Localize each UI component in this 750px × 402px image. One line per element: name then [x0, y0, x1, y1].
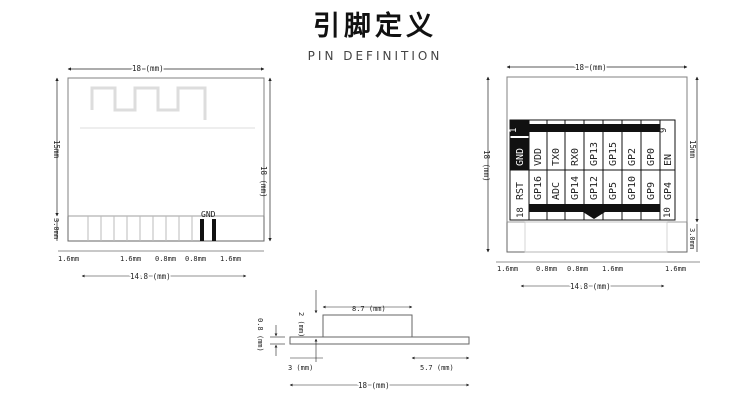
pin-label-gp10: GP10 — [627, 176, 638, 200]
page-title: 引脚定义 — [313, 11, 437, 42]
left-height-dim-right: 18 (mm) — [259, 166, 268, 198]
pin-labels-top-row: GND VDD TX0 RX0 GP13 GP15 GP2 GP0 EN — [515, 142, 674, 166]
side-board-dim: 0.8 (mm) — [256, 318, 264, 352]
left-pin-height-dim: 3.0mm — [52, 218, 60, 239]
side-board — [289, 336, 470, 345]
pin-label-gp5: GP5 — [608, 182, 619, 200]
side-left-dim: 3 (mm) — [288, 364, 313, 372]
pin-number-10: 10 — [663, 207, 673, 218]
pin-label-gp15: GP15 — [608, 142, 619, 166]
right-bottom-dim-1: 1.6mm — [497, 265, 518, 273]
left-gnd-pad-1 — [200, 219, 204, 241]
side-shield — [322, 314, 413, 338]
pin-label-gp16: GP16 — [533, 176, 544, 200]
side-right-dim: 5.7 (mm) — [420, 364, 454, 372]
right-height-dim-left: 18 (mm) — [482, 150, 491, 182]
right-width-dim: 18 (mm) — [575, 63, 607, 72]
left-pins — [87, 216, 193, 241]
left-bottom-dim-1: 1.6mm — [58, 255, 79, 263]
page-subtitle: PIN DEFINITION — [307, 49, 443, 63]
left-bottom-dim-2: 1.6mm — [120, 255, 141, 263]
right-pin-height-dim: 3.0mm — [688, 228, 696, 249]
side-top-dim: 8.7 (mm) — [352, 305, 386, 313]
pin-label-gp14: GP14 — [570, 176, 581, 200]
right-module-view: 1 9 18 10 GND VDD TX0 RX0 GP13 GP15 GP2 … — [482, 62, 700, 293]
left-height-dim-left: 15mm — [52, 140, 61, 159]
pin-label-gp4: GP4 — [663, 182, 674, 200]
side-view: 8.7 (mm) 2 (mm) 0.8 (mm) 3 (mm) 5.7 (mm)… — [256, 290, 470, 392]
right-bottom-dim-2: 0.8mm — [536, 265, 557, 273]
left-shield-outline — [67, 77, 265, 217]
right-bottom-dim-3: 0.8mm — [567, 265, 588, 273]
side-total-dim: 18 (mm) — [358, 381, 390, 390]
left-gnd-label: GND — [201, 210, 216, 219]
right-bottom-dim-5: 1.6mm — [665, 265, 686, 273]
pin-label-vdd: VDD — [533, 148, 544, 166]
pin-label-gp2: GP2 — [627, 148, 638, 166]
left-bottom-dim-3: 0.8mm — [155, 255, 176, 263]
right-pitch-dim: 14.8 (mm) — [570, 282, 611, 291]
left-bottom-dim-5: 1.6mm — [220, 255, 241, 263]
pin-label-rst: RST — [515, 182, 526, 200]
pin-label-en: EN — [663, 154, 674, 166]
left-module-view: GND 18 (mm) 15mm 3.0mm 18 (mm) 1.6mm 1.6… — [52, 63, 272, 283]
left-width-dim: 18 (mm) — [132, 64, 164, 73]
pin-1-marker — [510, 120, 529, 136]
side-height-dim: 2 (mm) — [297, 312, 305, 337]
pin-number-1: 1 — [509, 128, 519, 133]
left-gnd-pad-2 — [212, 219, 216, 241]
pin-label-gp13: GP13 — [589, 142, 600, 166]
pin-number-18: 18 — [516, 207, 526, 218]
pin-labels-bottom-row: RST GP16 ADC GP14 GP12 GP5 GP10 GP9 GP4 — [515, 176, 674, 200]
pin-label-gnd: GND — [515, 148, 526, 166]
pin-label-gp0: GP0 — [646, 148, 657, 166]
arrow-indicator — [529, 204, 660, 219]
left-bottom-dim-4: 0.8mm — [185, 255, 206, 263]
pin-label-adc: ADC — [551, 182, 562, 200]
pin-number-9: 9 — [659, 128, 669, 133]
left-pitch-dim: 14.8 (mm) — [130, 272, 171, 281]
pin-label-tx0: TX0 — [551, 148, 562, 166]
gnd-cell-highlight — [510, 138, 529, 170]
pin-label-gp12: GP12 — [589, 176, 600, 200]
right-height-dim-right: 15mm — [688, 140, 697, 159]
left-antenna-trace — [90, 86, 207, 120]
pin-label-gp9: GP9 — [646, 182, 657, 200]
pin-label-rx0: RX0 — [570, 148, 581, 166]
right-bottom-dim-4: 1.6mm — [602, 265, 623, 273]
